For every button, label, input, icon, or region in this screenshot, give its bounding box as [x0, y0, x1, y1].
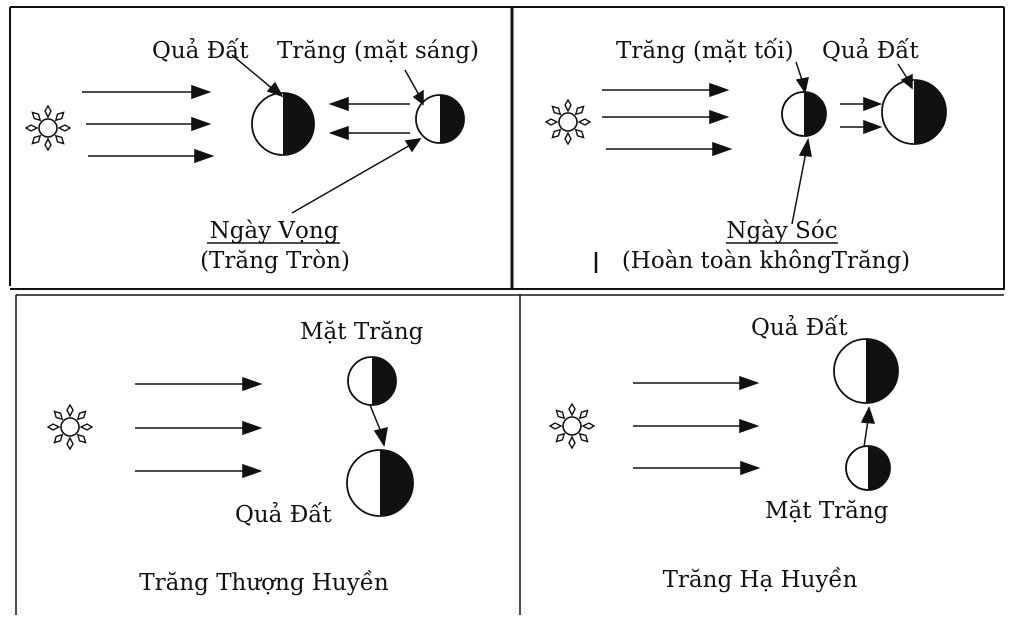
shadow-arrows	[840, 96, 883, 135]
panel-new-moon: Trăng (mặt tối) Quả Đất Ngày Sóc (Hoàn t…	[545, 38, 947, 274]
sun-icon	[47, 404, 93, 450]
orbit-arrow	[860, 406, 876, 448]
panel-last-quarter: Quả Đất Mặt Trăng Trăng Hạ Huyền	[549, 315, 899, 593]
sun-icon	[545, 99, 591, 145]
moon-label: Mặt Trăng	[300, 319, 424, 345]
earth-label: Quả Đất	[822, 38, 919, 64]
sunlight-arrows	[82, 84, 215, 164]
panel-frames	[9, 6, 1005, 615]
moon-globe	[347, 356, 397, 406]
earth-label: Quả Đất	[152, 38, 249, 64]
phase-caption: Trăng Thượng Huyền	[139, 570, 389, 596]
phase-title: Ngày Sóc	[726, 218, 837, 244]
earth-label: Quả Đất	[751, 315, 848, 341]
phase-caption: Trăng Hạ Huyền	[663, 567, 858, 593]
orbit-arrow	[369, 404, 388, 448]
moon-globe	[415, 94, 465, 144]
moon-label: Trăng (mặt tối)	[616, 38, 794, 64]
phase-subtitle: (Trăng Tròn)	[200, 248, 350, 274]
earth-globe	[251, 92, 315, 156]
earth-globe	[833, 338, 899, 404]
sunlight-arrows	[633, 375, 761, 476]
moon-globe	[845, 445, 891, 491]
pointer-arrows	[791, 61, 913, 225]
panel-full-moon: Quả Đất Trăng (mặt sáng) Ngày Vọng (Trăn…	[25, 38, 479, 274]
moon-label: Mặt Trăng	[765, 498, 889, 524]
panel-first-quarter: Mặt Trăng Quả Đất Trăng Thượng Huyền	[47, 319, 424, 596]
sunlight-arrows	[135, 376, 263, 479]
moon-globe	[781, 91, 827, 137]
sunlight-arrows	[602, 82, 733, 157]
sun-icon	[25, 105, 71, 151]
moon-label: Trăng (mặt sáng)	[277, 38, 479, 64]
earth-globe	[881, 79, 947, 145]
sun-icon	[549, 403, 595, 449]
earth-globe	[346, 449, 414, 517]
pointer-arrows	[231, 54, 424, 214]
phase-subtitle: (Hoàn toàn khôngTrăng)	[622, 248, 910, 274]
earth-label: Quả Đất	[235, 502, 332, 528]
phase-title: Ngày Vọng	[210, 218, 339, 244]
reflected-light-arrows	[328, 96, 410, 141]
